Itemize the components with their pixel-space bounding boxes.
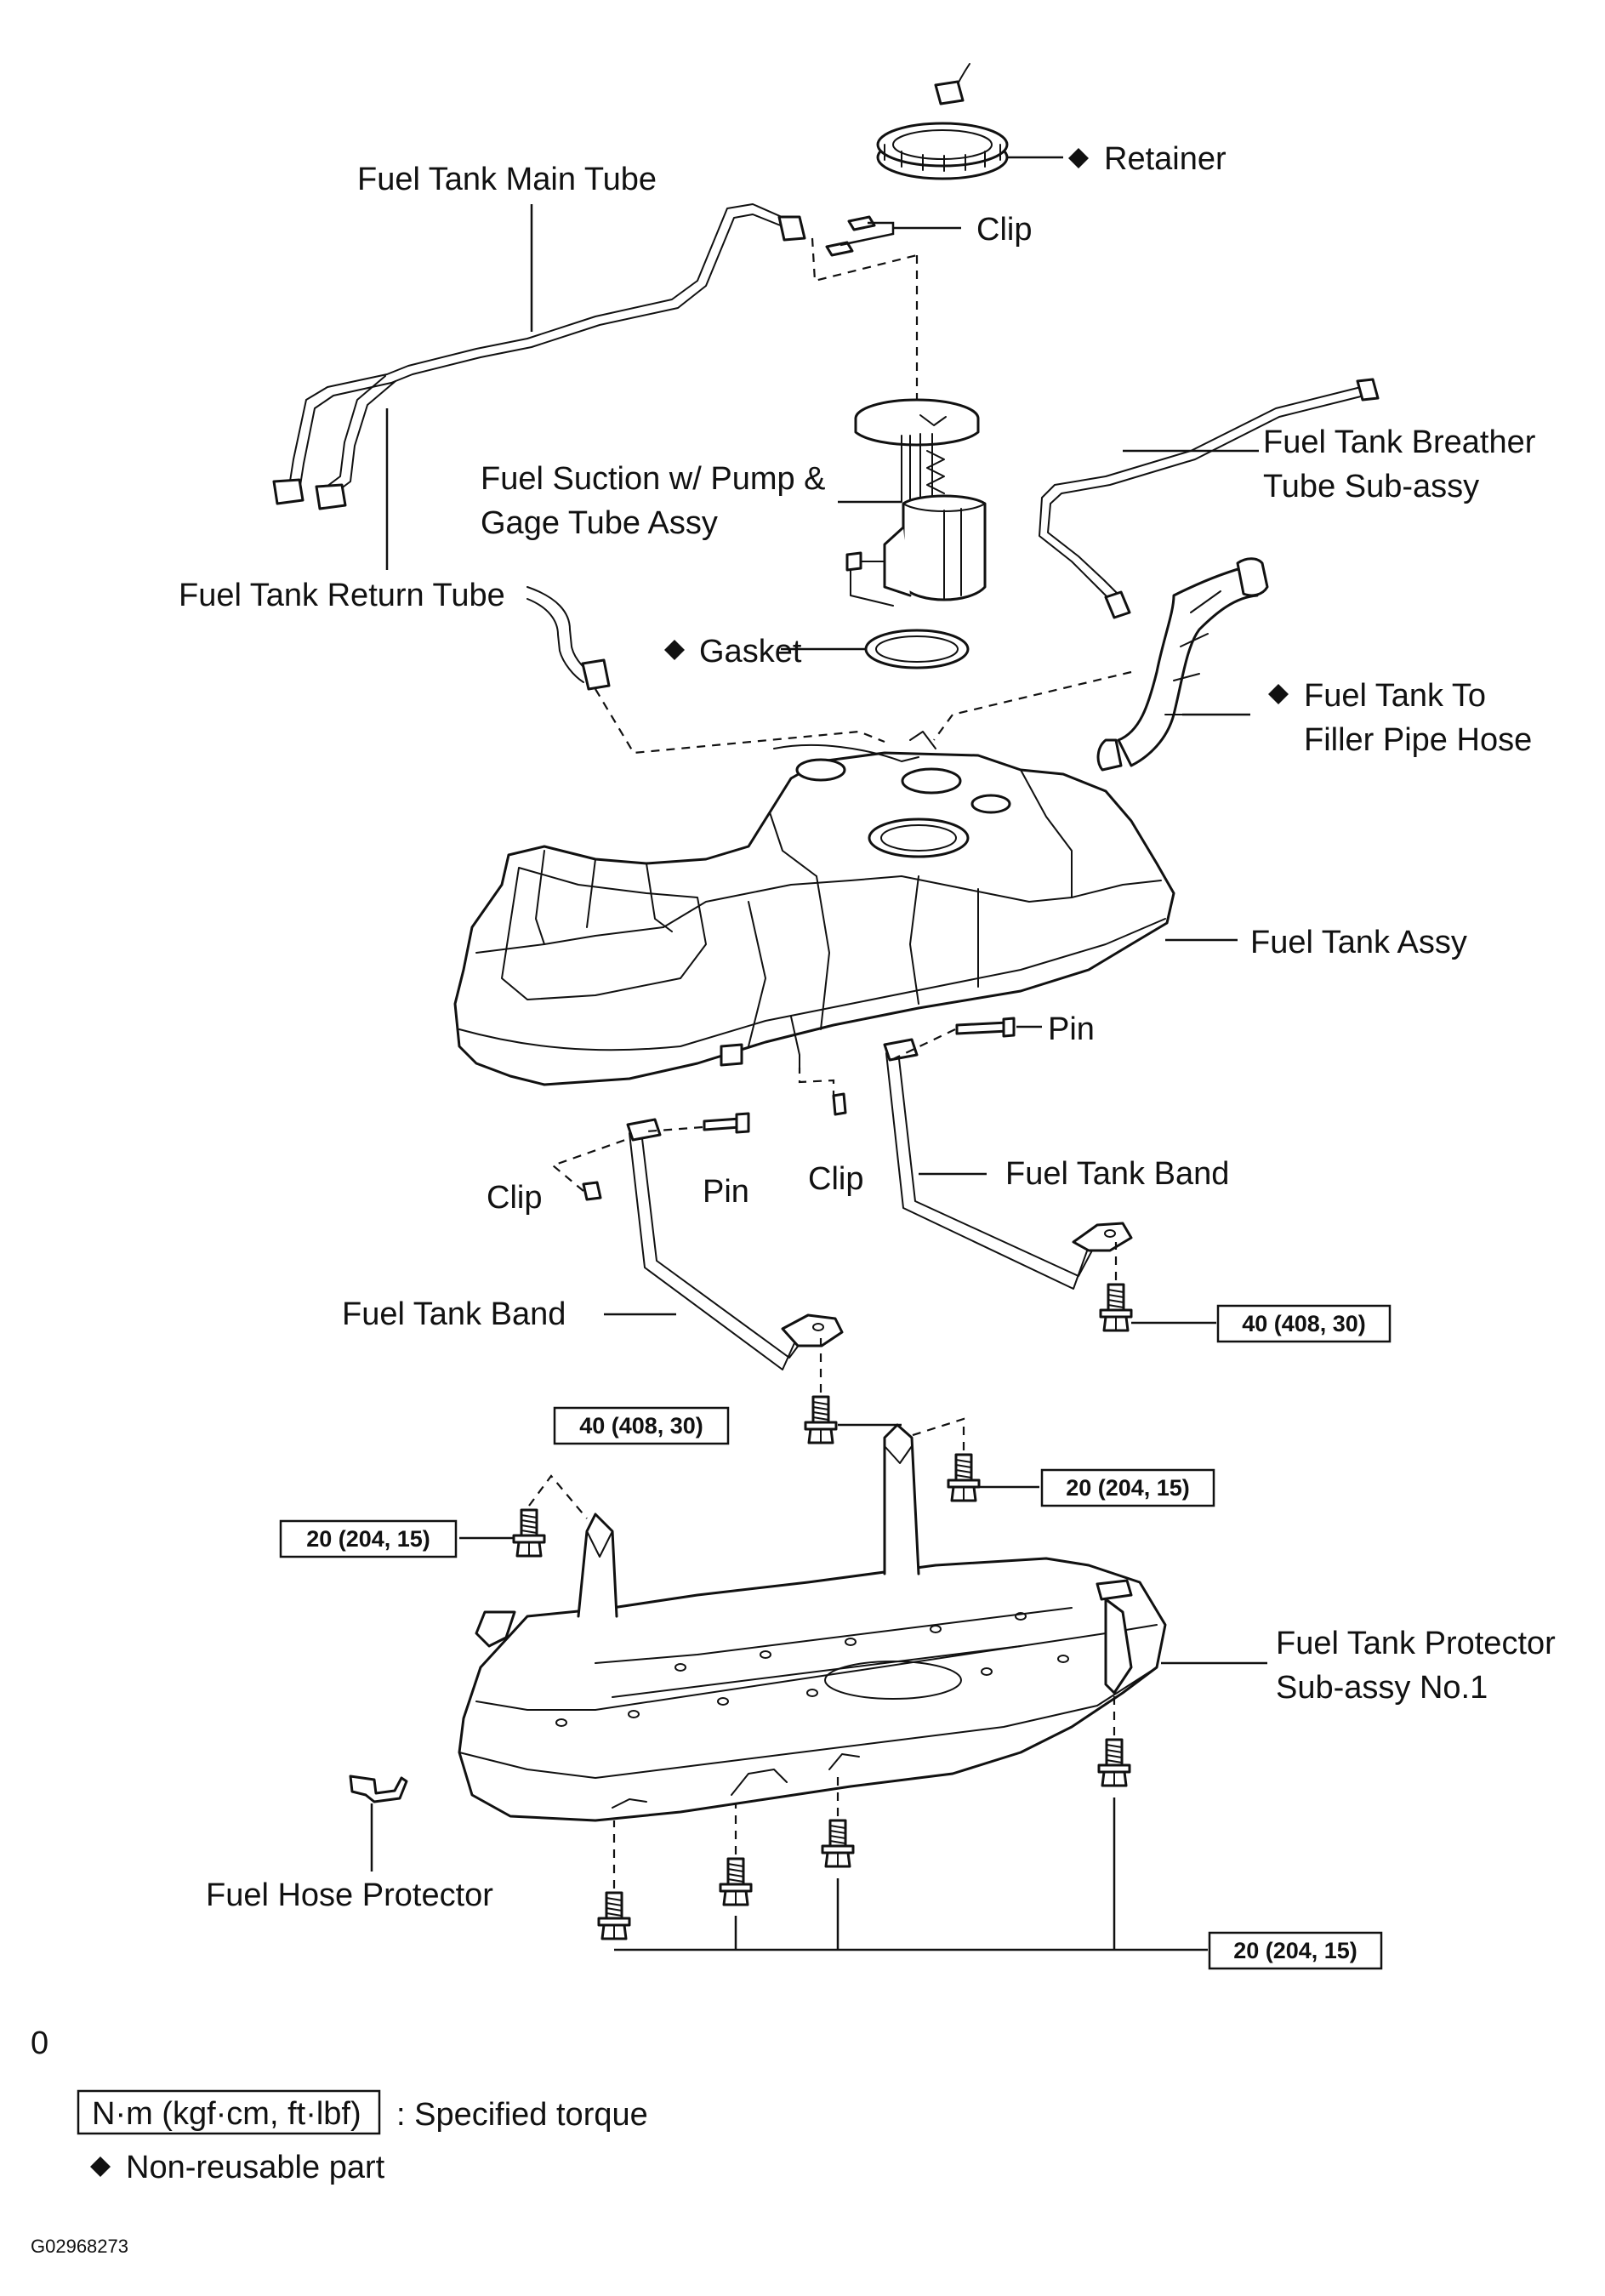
band-clips-part: [582, 1092, 847, 1201]
diamond-icon: [1068, 148, 1089, 168]
pump-connector-part: [934, 63, 970, 105]
nonreusable-markers: [90, 148, 1289, 2177]
leader-lines: [370, 156, 1267, 1951]
breather-tube-part: [1039, 378, 1380, 619]
legend-note: 0: [31, 2025, 48, 2061]
hose-protector-part: [349, 1775, 408, 1803]
label-protector-line1: Fuel Tank Protector: [1276, 1626, 1556, 1661]
fuel-pump-assembly-part: [845, 398, 987, 607]
right-band-part: [883, 1038, 1133, 1290]
label-pin-center: Pin: [703, 1174, 749, 1210]
label-suction-line1: Fuel Suction w/ Pump &: [481, 461, 826, 497]
label-filler-line2: Filler Pipe Hose: [1304, 722, 1532, 758]
torque-box-band-left: 40 (408, 30): [553, 1406, 730, 1445]
torque-callouts: 40 (408, 30) 40 (408, 30) 20 (204, 15) 2…: [279, 1304, 1392, 1970]
retainer-part: [876, 122, 1009, 180]
label-pin-right: Pin: [1048, 1011, 1095, 1047]
torque-value: 20 (204, 15): [1066, 1475, 1190, 1501]
tank-protector-part: [458, 1423, 1167, 1822]
label-gasket: Gasket: [699, 634, 802, 669]
fuel-tank-part: [453, 731, 1175, 1086]
label-breather-line2: Tube Sub-assy: [1263, 469, 1479, 504]
torque-box-protector-left: 20 (204, 15): [279, 1519, 458, 1558]
gasket-part: [864, 629, 970, 669]
torque-value: 20 (204, 15): [306, 1526, 430, 1552]
label-filler-line1: Fuel Tank To: [1304, 678, 1486, 714]
label-hose-protector: Fuel Hose Protector: [206, 1877, 493, 1913]
pins-part: [703, 1017, 1016, 1134]
top-clips-part: [825, 215, 876, 257]
label-clip-center: Clip: [808, 1161, 863, 1197]
label-breather-line1: Fuel Tank Breather: [1263, 424, 1536, 460]
diamond-icon: [664, 640, 685, 660]
diamond-icon: [1268, 684, 1289, 704]
parts-artwork: [272, 63, 1380, 1940]
label-clip-top: Clip: [976, 212, 1032, 248]
assembly-dashed-lines: [528, 237, 1132, 1889]
filler-pipe-hose-part: [1096, 557, 1269, 772]
legend-torque-desc: : Specified torque: [396, 2097, 648, 2133]
label-suction-line2: Gage Tube Assy: [481, 505, 718, 541]
torque-value: 20 (204, 15): [1233, 1938, 1357, 1963]
label-band-left: Fuel Tank Band: [342, 1296, 566, 1332]
torque-box-band-right: 40 (408, 30): [1216, 1304, 1392, 1343]
label-band-right: Fuel Tank Band: [1005, 1156, 1229, 1192]
legend-nonreusable: Non-reusable part: [126, 2150, 385, 2185]
torque-value: 40 (408, 30): [579, 1413, 703, 1439]
return-hose-part: [526, 586, 611, 691]
label-tank-assy: Fuel Tank Assy: [1250, 925, 1467, 960]
torque-value: 40 (408, 30): [1242, 1311, 1366, 1336]
part-labels: Retainer Fuel Tank Main Tube Clip Fuel T…: [179, 141, 1556, 1913]
torque-box-protector-bottom: 20 (204, 15): [1208, 1931, 1383, 1970]
label-return-tube: Fuel Tank Return Tube: [179, 578, 505, 613]
left-band-part: [626, 1118, 844, 1370]
label-clip-left: Clip: [487, 1180, 542, 1216]
diamond-icon: [90, 2156, 111, 2177]
label-main-tube: Fuel Tank Main Tube: [357, 162, 657, 197]
torque-box-protector-right: 20 (204, 15): [1040, 1468, 1215, 1507]
main-tube-part: [272, 203, 806, 510]
label-retainer: Retainer: [1104, 141, 1227, 177]
figure-code: G02968273: [31, 2236, 128, 2257]
legend: 0 N·m (kgf·cm, ft·lbf) : Specified torqu…: [31, 2025, 648, 2257]
label-protector-line2: Sub-assy No.1: [1276, 1670, 1488, 1706]
legend-torque-unit: N·m (kgf·cm, ft·lbf): [92, 2096, 361, 2132]
